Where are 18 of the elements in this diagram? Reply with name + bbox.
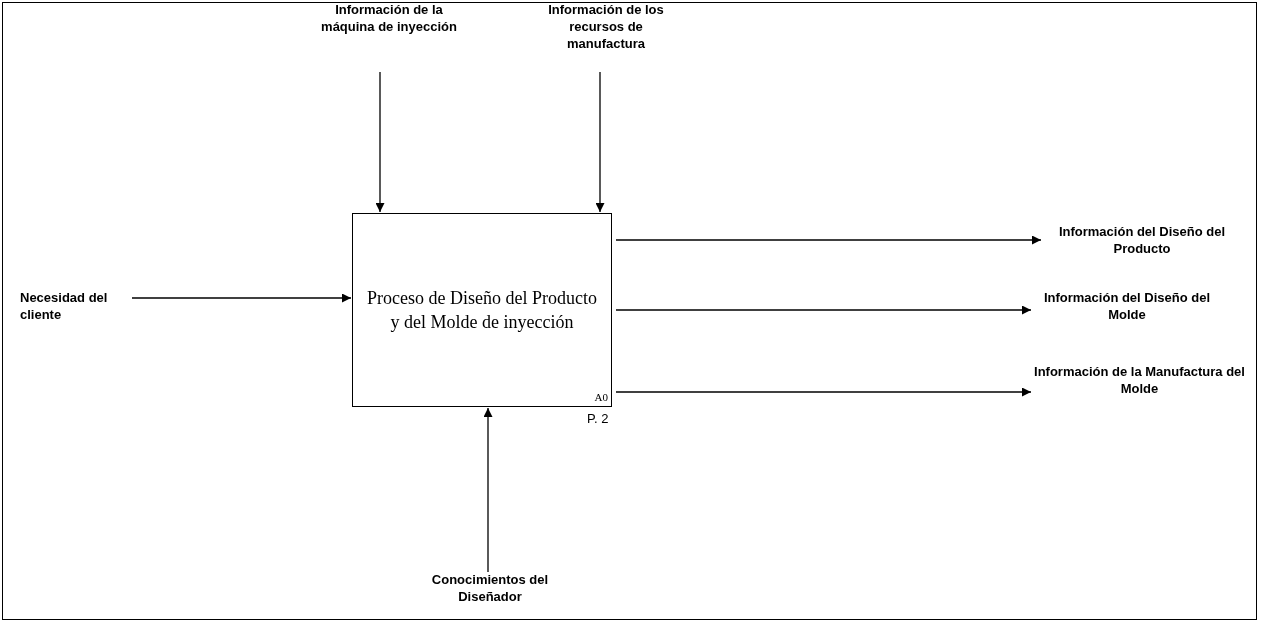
page-reference: P. 2: [587, 411, 609, 426]
flow-label: Información de los recursos de manufactura: [535, 2, 677, 68]
arrow: [483, 407, 493, 573]
flow-label: Necesidad del cliente: [20, 290, 128, 348]
flow-label: Información de la máquina de inyección: [318, 2, 460, 68]
arrow: [595, 71, 605, 213]
arrow: [615, 387, 1032, 397]
arrow: [615, 235, 1042, 245]
arrow: [615, 305, 1032, 315]
node-number: A0: [594, 391, 608, 403]
arrow: [131, 293, 352, 303]
flow-label: Información del Diseño del Producto: [1042, 224, 1242, 266]
flow-label: Información del Diseño del Molde: [1032, 290, 1222, 332]
flow-label: Información de la Manufactura del Molde: [1032, 364, 1247, 406]
activity-title: Proceso de Diseño del Producto y del Molde de inyección: [366, 286, 598, 334]
flow-label: Conocimientos del Diseñador: [420, 572, 560, 612]
arrow: [375, 71, 385, 213]
activity-box: [352, 213, 612, 407]
